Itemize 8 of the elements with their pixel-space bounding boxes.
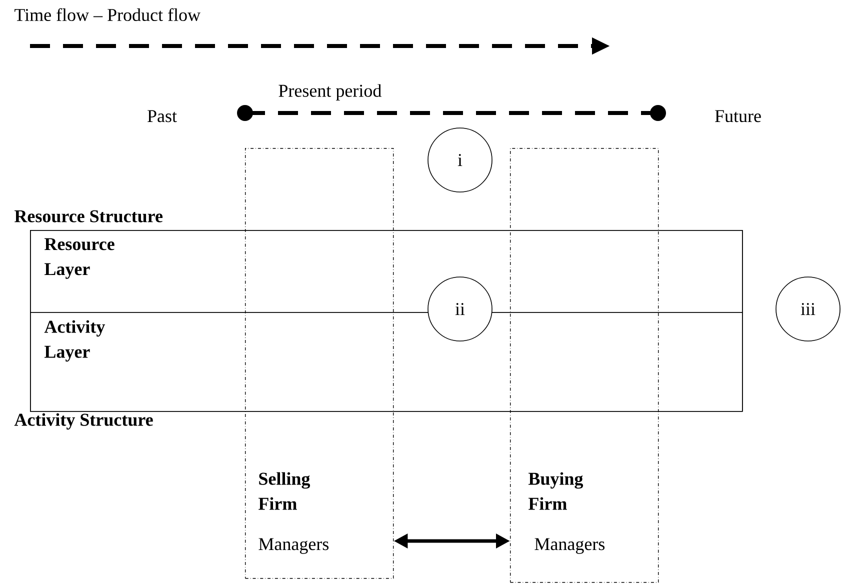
firm-box: Selling Firm Managers bbox=[245, 148, 394, 579]
period-label: Present period bbox=[278, 84, 382, 101]
node-label: Activity Structure bbox=[14, 413, 153, 430]
node-label: Resource Structure bbox=[14, 210, 163, 222]
time-label: Future bbox=[715, 110, 761, 122]
time-label: Past bbox=[148, 110, 177, 122]
firm-box: Buying Firm Managers bbox=[510, 148, 659, 583]
heading: Time flow – Product flow bbox=[14, 8, 200, 22]
